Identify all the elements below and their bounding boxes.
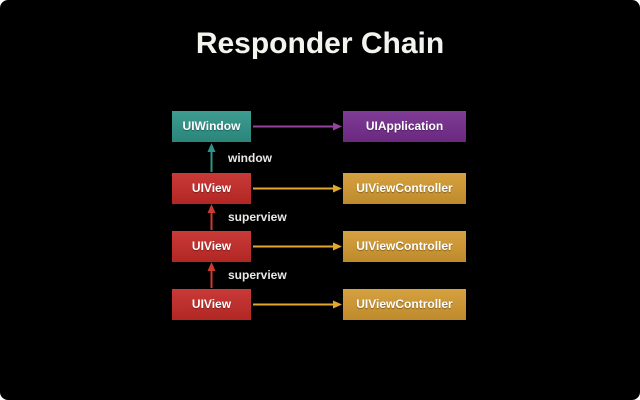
node-uiapplication: UIApplication xyxy=(343,111,466,142)
edge-label-superview-1: superview xyxy=(228,210,287,224)
arrowhead-right-icon xyxy=(333,184,342,193)
arrowhead-right-icon xyxy=(333,122,342,131)
arrowhead-up-icon xyxy=(207,204,216,213)
arrow-uiview1-to-uiviewcontroller1 xyxy=(253,184,342,193)
arrow-uiview3-to-uiviewcontroller3 xyxy=(253,300,342,309)
node-uiview-1: UIView xyxy=(172,173,251,204)
arrow-uiview2-to-uiviewcontroller2 xyxy=(253,242,342,251)
arrowhead-up-icon xyxy=(207,143,216,152)
node-uiview-3: UIView xyxy=(172,289,251,320)
node-uiwindow: UIWindow xyxy=(172,111,251,142)
arrow-uiview1-to-uiwindow xyxy=(207,143,216,172)
arrowhead-right-icon xyxy=(333,300,342,309)
arrow-uiwindow-to-uiapplication xyxy=(253,122,342,131)
node-uiviewcontroller-2: UIViewController xyxy=(343,231,466,262)
arrow-uiview2-to-uiview1 xyxy=(207,204,216,230)
edge-label-window: window xyxy=(228,151,272,165)
node-uiviewcontroller-1: UIViewController xyxy=(343,173,466,204)
slide-title: Responder Chain xyxy=(195,27,445,60)
node-uiview-2: UIView xyxy=(172,231,251,262)
arrowhead-right-icon xyxy=(333,242,342,251)
node-uiviewcontroller-3: UIViewController xyxy=(343,289,466,320)
arrow-uiview3-to-uiview2 xyxy=(207,262,216,288)
arrowhead-up-icon xyxy=(207,262,216,271)
edge-label-superview-2: superview xyxy=(228,268,287,282)
